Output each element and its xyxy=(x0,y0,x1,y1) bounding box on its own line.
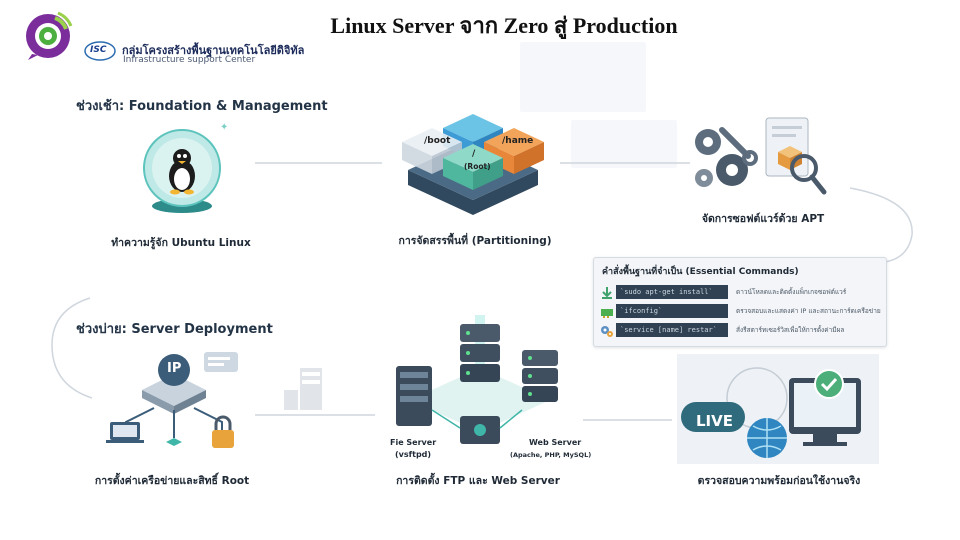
web-server-label: Web Server xyxy=(529,438,582,447)
command-desc: ดาวน์โหลดและติดตั้งแพ็กเกจซอฟต์แวร์ xyxy=(736,288,847,296)
ftp-server-label: Fie Server xyxy=(390,438,437,447)
org-name: กลุ่มโครงสร้างพื้นฐานเทคโนโลยีดิจิทัล xyxy=(122,44,305,57)
gears-package-icon xyxy=(686,110,836,205)
server-stack-icon: Fie Server (vsftpd) Web Server (Apache, … xyxy=(380,300,591,460)
command-row: `sudo apt-get install` ดาวน์โหลดและติดตั… xyxy=(598,284,880,300)
command-row: `ifconfig` ตรวจสอบและแสดงค่า IP และสถานะ… xyxy=(598,303,881,319)
morning-heading: ช่วงเช้า: Foundation & Management xyxy=(76,99,328,114)
web-server-sub: (Apache, PHP, MySQL) xyxy=(510,451,592,459)
faded-rack-decoration xyxy=(280,364,336,414)
ftp-server-sub: (vsftpd) xyxy=(395,450,432,459)
command-desc: สั่งรีสตาร์ทเซอร์วิสเพื่อให้การตั้งค่ามี… xyxy=(736,326,845,334)
step-ftp-web-caption: การติดตั้ง FTP และ Web Server xyxy=(396,475,560,487)
tux-globe-icon: ✦ xyxy=(132,118,232,218)
afternoon-heading: ช่วงบ่าย: Server Deployment xyxy=(76,322,273,337)
essential-commands-panel: คำสั่งพื้นฐานที่จำเป็น (Essential Comman… xyxy=(593,257,887,347)
step-ubuntu-caption: ทำความรู้จัก Ubuntu Linux xyxy=(111,237,251,249)
step-partition-caption: การจัดสรรพื้นที่ (Partitioning) xyxy=(398,235,552,247)
gear-icon xyxy=(600,323,614,337)
step-network-caption: การตั้งค่าเครือข่ายและสิทธิ์ Root xyxy=(94,475,250,487)
step-apt-caption: จัดการซอฟต์แวร์ด้วย APT xyxy=(701,213,825,225)
ip-label: IP xyxy=(167,361,182,376)
faded-screen-decoration xyxy=(520,42,646,112)
command-code: `service [name] restar` xyxy=(616,323,728,337)
live-badge: LIVE xyxy=(696,412,733,430)
command-code: `sudo apt-get install` xyxy=(616,285,728,299)
step-live-caption: ตรวจสอบความพร้อมก่อนใช้งานจริง xyxy=(697,475,861,487)
command-row: `service [name] restar` สั่งรีสตาร์ทเซอร… xyxy=(598,322,880,338)
logo-icon xyxy=(22,10,74,62)
commands-title: คำสั่งพื้นฐานที่จำเป็น (Essential Comman… xyxy=(602,267,799,277)
network-card-icon xyxy=(600,304,614,318)
command-desc: ตรวจสอบและแสดงค่า IP และสถานะการ์ดเครือข… xyxy=(736,307,881,315)
live-monitor-icon: LIVE xyxy=(677,354,879,464)
faded-window-decoration xyxy=(571,120,677,168)
partition-blocks-icon: /boot / (Root) /hame xyxy=(388,100,558,220)
svg-text:✦: ✦ xyxy=(220,122,228,133)
org-subtitle: Infrastructure support Center xyxy=(123,55,256,65)
command-code: `ifconfig` xyxy=(616,304,728,318)
title: Linux Server จาก Zero สู่ Production xyxy=(330,13,678,38)
network-lock-icon: IP xyxy=(104,348,249,458)
download-icon xyxy=(600,285,614,299)
org-badge: ISC xyxy=(84,40,116,62)
